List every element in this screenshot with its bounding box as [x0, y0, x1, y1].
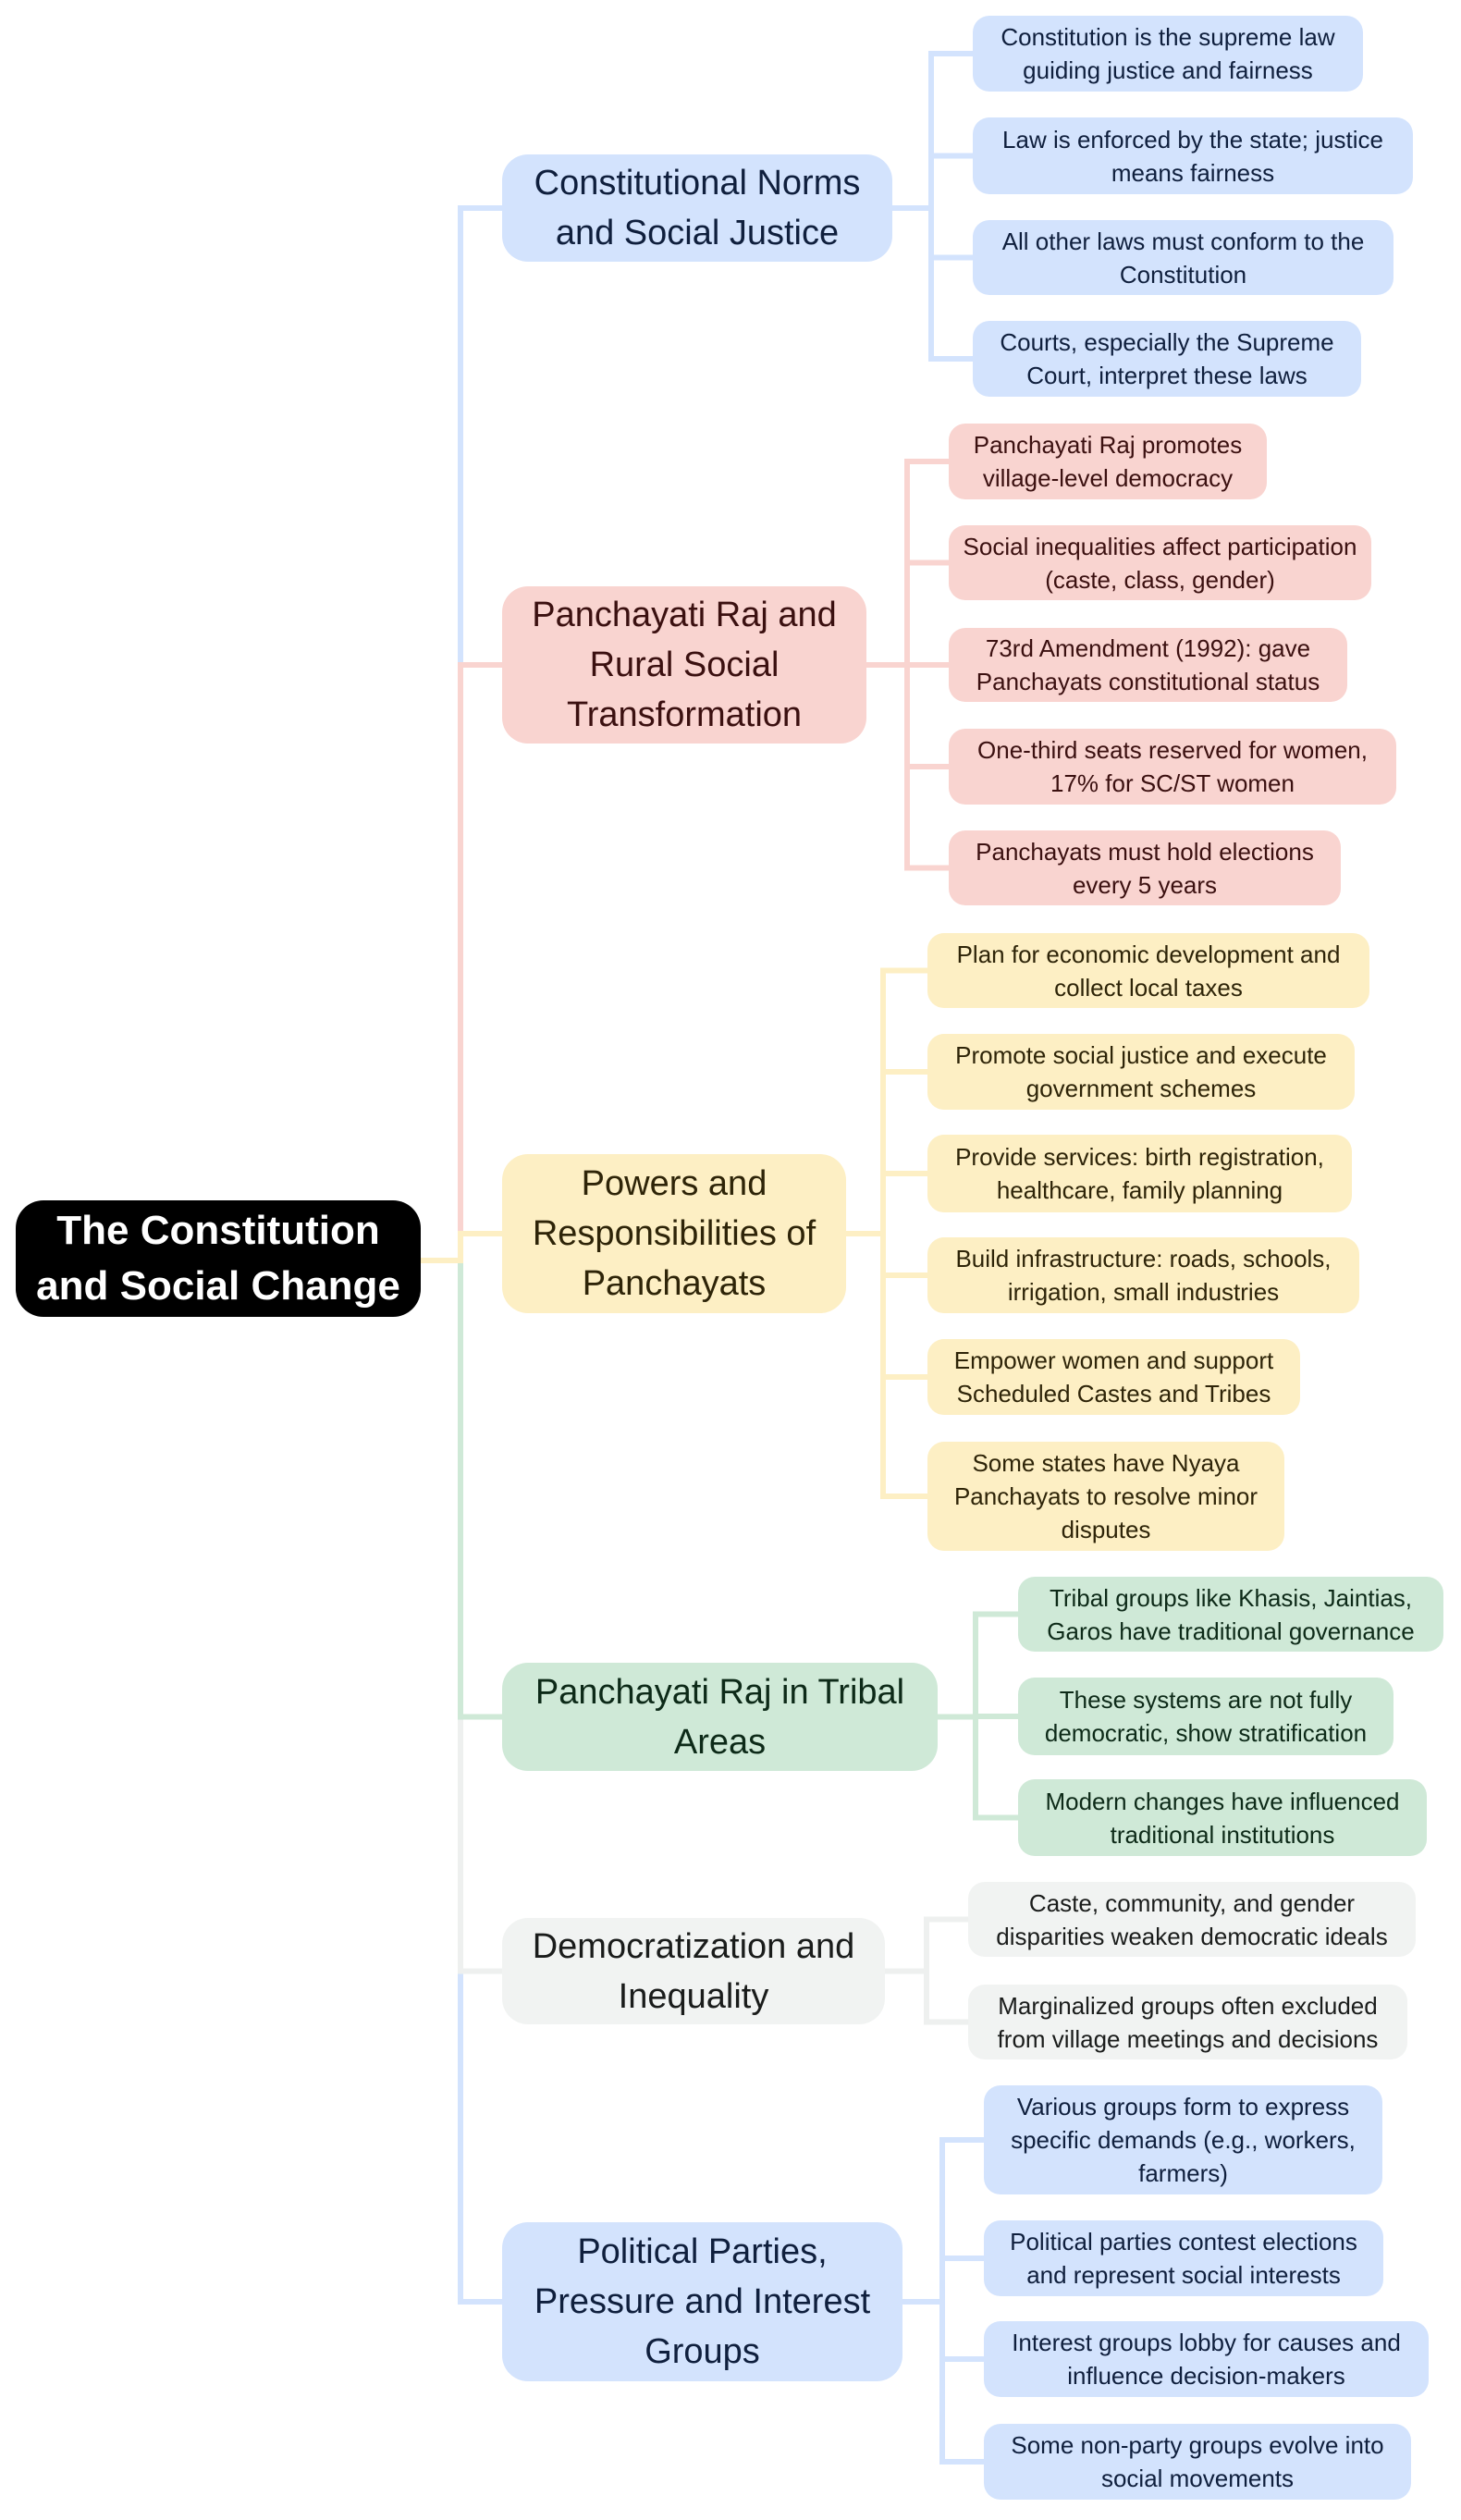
branch-node[interactable]: Constitutional Norms and Social Justice [502, 154, 892, 262]
branch-node[interactable]: Political Parties, Pressure and Interest… [502, 2222, 902, 2381]
leaf-node[interactable]: Marginalized groups often excluded from … [968, 1985, 1407, 2059]
leaf-node[interactable]: Law is enforced by the state; justice me… [973, 117, 1413, 194]
leaf-link [885, 1916, 968, 1974]
leaf-label: Courts, especially the Supreme Court, in… [1000, 328, 1334, 389]
branch-label: Constitutional Norms and Social Justice [534, 164, 861, 252]
branch-node[interactable]: Democratization and Inequality [502, 1918, 885, 2024]
leaf-link [866, 559, 949, 668]
leaf-label: Social inequalities affect participation… [963, 532, 1357, 594]
leaf-label: Panchayati Raj promotes village-level de… [973, 431, 1243, 492]
leaf-label: Provide services: birth registration, he… [955, 1143, 1324, 1204]
leaf-link [885, 1968, 968, 2025]
branch-link [421, 1231, 502, 1263]
leaf-node[interactable]: Panchayats must hold elections every 5 y… [949, 830, 1341, 905]
leaf-node[interactable]: Modern changes have influenced tradition… [1018, 1779, 1427, 1856]
leaf-node[interactable]: Caste, community, and gender disparities… [968, 1882, 1416, 1957]
branch-label: Panchayati Raj in Tribal Areas [534, 1672, 905, 1762]
leaf-label: Tribal groups like Khasis, Jaintias, Gar… [1047, 1583, 1415, 1645]
leaf-node[interactable]: Tribal groups like Khasis, Jaintias, Gar… [1018, 1577, 1443, 1652]
leaf-node[interactable]: One-third seats reserved for women, 17% … [949, 729, 1396, 805]
root-label: The Constitution and Social Change [36, 1208, 400, 1309]
leaf-link [846, 1171, 927, 1236]
leaf-link [902, 2256, 984, 2305]
leaf-label: Some non-party groups evolve into social… [1011, 2431, 1384, 2492]
branch-link [421, 1258, 502, 1720]
leaf-label: All other laws must conform to the Const… [1001, 227, 1365, 289]
leaf-node[interactable]: All other laws must conform to the Const… [973, 220, 1393, 295]
leaf-label: Caste, community, and gender disparities… [996, 1888, 1388, 1950]
branch-label: Panchayati Raj and Rural Social Transfor… [532, 596, 837, 734]
leaf-node[interactable]: Some states have Nyaya Panchayats to res… [927, 1442, 1284, 1551]
leaf-node[interactable]: Provide services: birth registration, he… [927, 1135, 1352, 1212]
branch-link [421, 662, 502, 1263]
leaf-node[interactable]: Courts, especially the Supreme Court, in… [973, 321, 1361, 397]
leaf-link [846, 1069, 927, 1236]
leaf-node[interactable]: Social inequalities affect participation… [949, 525, 1371, 600]
leaf-node[interactable]: Interest groups lobby for causes and inf… [984, 2321, 1429, 2397]
leaf-link [846, 1231, 927, 1380]
branch-label: Democratization and Inequality [532, 1926, 855, 2016]
branch-label: Powers and Responsibilities of Panchayat… [532, 1164, 816, 1303]
leaf-label: 73rd Amendment (1992): gave Panchayats c… [976, 634, 1320, 695]
leaf-node[interactable]: 73rd Amendment (1992): gave Panchayats c… [949, 628, 1347, 702]
leaf-node[interactable]: Promote social justice and execute gover… [927, 1034, 1355, 1110]
leaf-link [938, 1714, 1018, 1821]
leaf-link [892, 205, 973, 362]
leaf-label: Modern changes have influenced tradition… [1045, 1787, 1400, 1849]
leaf-node[interactable]: Empower women and support Scheduled Cast… [927, 1339, 1300, 1415]
branch-node[interactable]: Panchayati Raj in Tribal Areas [502, 1663, 938, 1771]
leaf-label: Panchayats must hold elections every 5 y… [976, 837, 1314, 899]
branch-node[interactable]: Panchayati Raj and Rural Social Transfor… [502, 586, 866, 744]
leaf-node[interactable]: These systems are not fully democratic, … [1018, 1678, 1393, 1755]
leaf-link [892, 153, 973, 211]
leaf-link [846, 1231, 927, 1499]
leaf-link [902, 2299, 984, 2465]
leaf-node[interactable]: Some non-party groups evolve into social… [984, 2424, 1411, 2500]
root-node[interactable]: The Constitution and Social Change [16, 1200, 421, 1317]
leaf-link [866, 662, 949, 871]
leaf-link [846, 1231, 927, 1278]
leaf-node[interactable]: Political parties contest elections and … [984, 2220, 1383, 2296]
leaf-node[interactable]: Plan for economic development and collec… [927, 933, 1369, 1008]
leaf-label: Law is enforced by the state; justice me… [1002, 125, 1383, 187]
leaf-label: Marginalized groups often excluded from … [997, 1991, 1379, 2053]
leaf-label: Constitution is the supreme law guiding … [1001, 23, 1335, 84]
leaf-node[interactable]: Constitution is the supreme law guiding … [973, 16, 1363, 92]
leaf-label: Build infrastructure: roads, schools, ir… [955, 1245, 1332, 1306]
leaf-label: Various groups form to express specific … [1011, 2093, 1356, 2187]
leaf-node[interactable]: Panchayati Raj promotes village-level de… [949, 424, 1267, 499]
leaf-label: Political parties contest elections and … [1010, 2228, 1357, 2289]
leaf-label: Empower women and support Scheduled Cast… [953, 1346, 1274, 1408]
branch-node[interactable]: Powers and Responsibilities of Panchayat… [502, 1154, 846, 1313]
leaf-link [846, 967, 927, 1236]
leaf-label: Interest groups lobby for causes and inf… [1012, 2329, 1401, 2390]
leaf-label: Promote social justice and execute gover… [955, 1041, 1327, 1102]
leaf-node[interactable]: Various groups form to express specific … [984, 2085, 1382, 2194]
leaf-node[interactable]: Build infrastructure: roads, schools, ir… [927, 1237, 1359, 1313]
leaf-link [938, 1611, 1018, 1720]
leaf-label: These systems are not fully democratic, … [1044, 1686, 1368, 1747]
branch-label: Political Parties, Pressure and Interest… [534, 2232, 871, 2371]
leaf-label: Some states have Nyaya Panchayats to res… [953, 1449, 1258, 1543]
leaf-label: Plan for economic development and collec… [956, 940, 1341, 1002]
leaf-label: One-third seats reserved for women, 17% … [977, 736, 1368, 797]
